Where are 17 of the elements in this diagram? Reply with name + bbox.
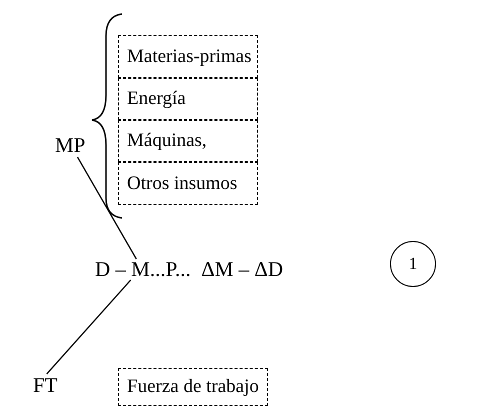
dashed-box — [118, 78, 258, 120]
box-label: Máquinas, — [127, 130, 207, 152]
connector-line — [46, 280, 132, 374]
dashed-box — [118, 35, 258, 78]
box-label: Materias-primas — [127, 46, 252, 68]
dashed-box — [118, 120, 258, 162]
dashed-box — [118, 368, 268, 406]
text-label: MP — [55, 135, 86, 156]
box-label: Fuerza de trabajo — [127, 376, 259, 398]
text-label: FT — [33, 375, 58, 396]
dashed-box — [118, 162, 258, 205]
connector-line — [76, 156, 137, 260]
box-label: Energía — [127, 88, 186, 110]
formula-text: D – M...P... ΔM – ΔD — [95, 259, 284, 280]
number-circle — [390, 241, 436, 287]
box-label: Otros insumos — [127, 172, 238, 194]
box-label: 1 — [408, 254, 418, 274]
